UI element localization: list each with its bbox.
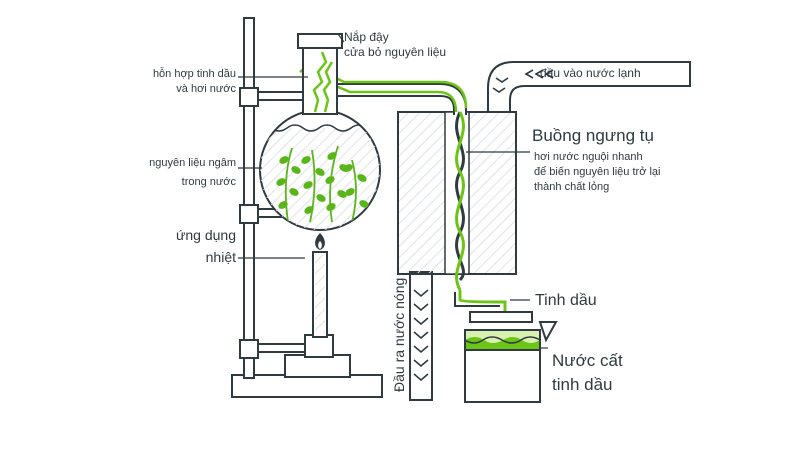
clamp-lower	[239, 204, 259, 224]
label-lid-sub: cửa bỏ nguyên liệu	[344, 45, 446, 59]
label-vapor: hỗn hợp tinh dầu	[153, 67, 236, 80]
label-lid: Nắp đậy	[344, 29, 389, 44]
hot-water-outlet-pipe	[409, 271, 433, 401]
collection-vessel	[464, 311, 558, 403]
label-cold-in: đầu vào nước lạnh	[540, 66, 641, 80]
clamp-burner	[239, 339, 259, 359]
label-hydrosol: Nước cất	[552, 351, 623, 370]
label-heat-sub: nhiệt	[206, 249, 236, 265]
clamp-upper	[239, 87, 259, 107]
label-condenser: Buồng ngưng tụ	[532, 126, 654, 145]
flame-icon	[315, 233, 325, 250]
leader-lines	[238, 33, 548, 349]
vessel-spout	[538, 321, 558, 343]
label-vapor-sub: và hơi nước	[176, 83, 236, 95]
label-condenser-desc2: để biến nguyên liệu trở lại	[534, 166, 660, 178]
label-soak-sub: trong nước	[182, 176, 237, 188]
label-condenser-desc3: thành chất lỏng	[534, 181, 609, 193]
burner-base	[284, 354, 351, 378]
label-condenser-desc1: hơi nước nguội nhanh	[534, 151, 643, 163]
label-hydrosol-sub: tinh dầu	[552, 375, 613, 394]
flask-lid	[297, 33, 343, 49]
label-oil: Tinh dầu	[535, 292, 597, 309]
label-soak: nguyên liệu ngâm	[149, 157, 236, 169]
plant-material	[276, 145, 369, 223]
burner	[284, 251, 351, 378]
stand-rod	[243, 17, 255, 379]
condenser-coil	[454, 111, 507, 322]
cold-water-inlet-pipe	[487, 61, 691, 113]
label-heat: ứng dụng	[176, 227, 236, 243]
label-hot-out: Đầu ra nước nóng	[391, 278, 407, 392]
